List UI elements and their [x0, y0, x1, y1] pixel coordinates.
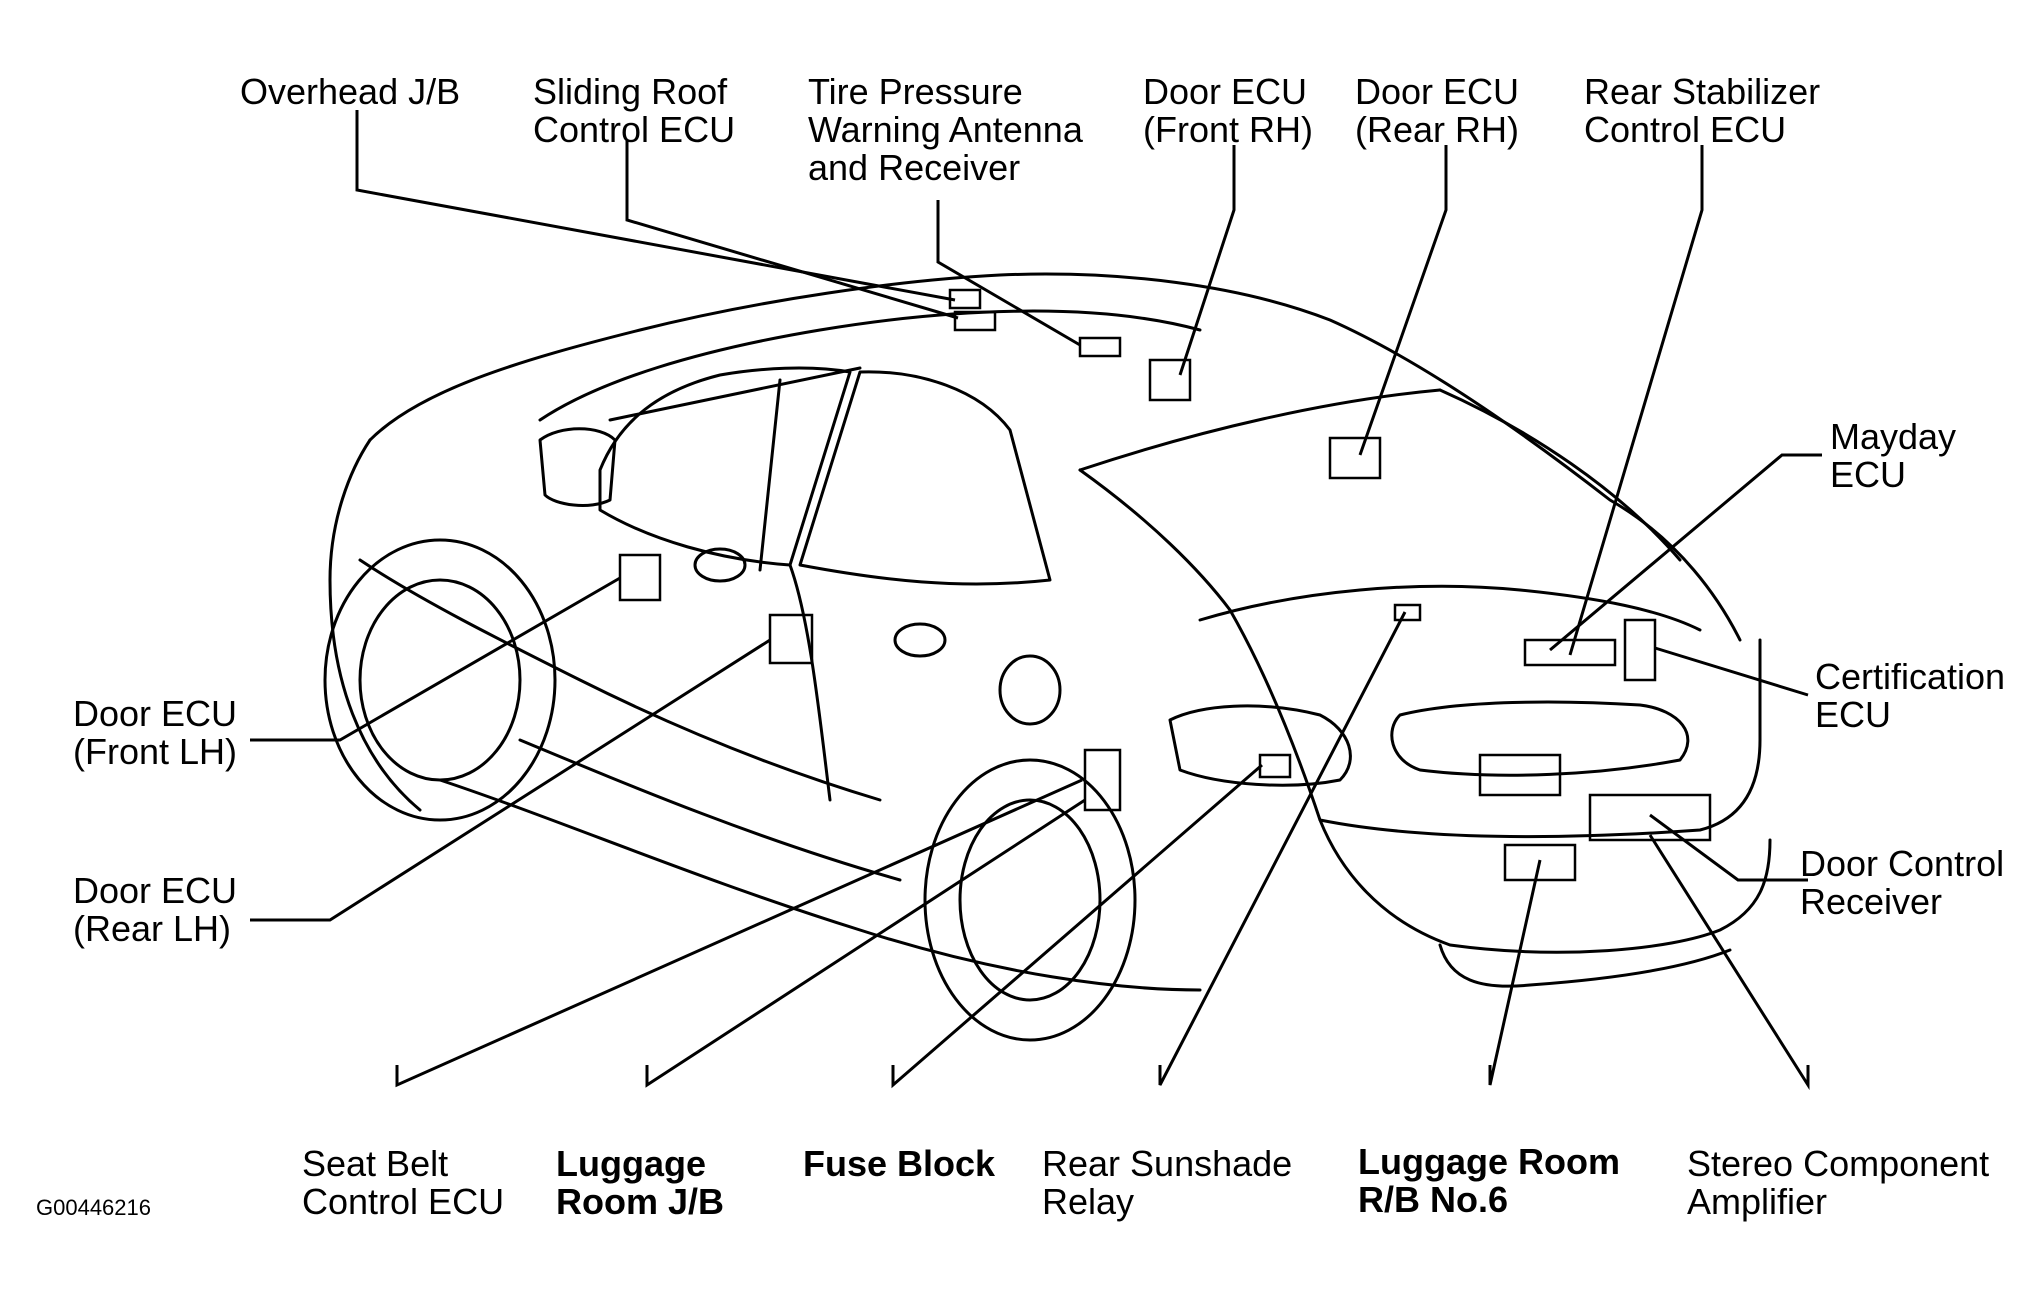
door-ecu-rear-lh-label: Door ECU(Rear LH) — [73, 870, 238, 949]
door-ecu-front-lh-label: Door ECU(Front LH) — [73, 693, 238, 772]
leader-lines — [250, 110, 1822, 1091]
figure-code: G00446216 — [36, 1195, 151, 1220]
fuse-block-label: Fuse Block — [803, 1143, 996, 1184]
door-ecu-front-rh-label: Door ECU(Front RH) — [1143, 71, 1313, 150]
components — [618, 288, 1712, 882]
overhead-jb-label: Overhead J/B — [240, 71, 461, 112]
car-outline — [323, 272, 1772, 1042]
door-ecu-rear-rh-label: Door ECU(Rear RH) — [1355, 71, 1520, 150]
